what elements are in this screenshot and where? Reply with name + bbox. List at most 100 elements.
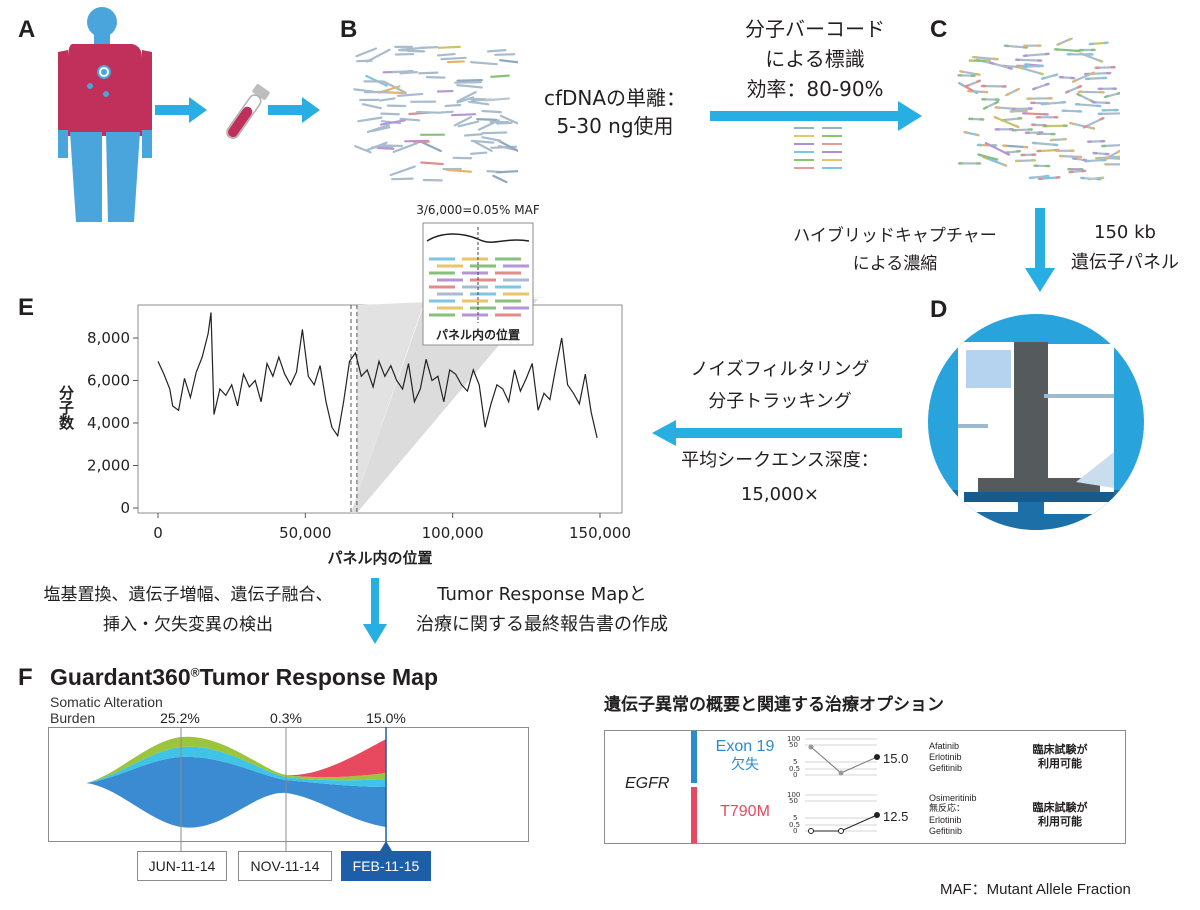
- y-tick-label: 2,000: [87, 457, 130, 475]
- exon19-trial-note: 臨床試験が 利用可能: [1005, 743, 1115, 771]
- svg-text:100: 100: [787, 735, 800, 743]
- arrow-right-icon: [710, 101, 922, 131]
- exon19-latest-value: 15.0: [883, 751, 909, 766]
- gene-name: EGFR: [625, 775, 670, 792]
- exon-color-bar: [691, 731, 697, 783]
- exon19-trial-line-1: 臨床試験が: [1032, 743, 1088, 756]
- date-nov-11-14: NOV-11-14: [238, 851, 332, 881]
- drug-erlotinib: Erlotinib: [929, 815, 962, 825]
- date-jun-11-14: JUN-11-14: [137, 851, 227, 881]
- detect-line-2: 挿入・欠失変異の検出: [103, 615, 273, 635]
- exon19-line-1: Exon 19: [715, 738, 775, 755]
- barcode-icon: [794, 127, 842, 169]
- zoom-projection-area: [351, 299, 538, 513]
- arrow-down-icon: [363, 578, 387, 644]
- svg-text:50: 50: [789, 741, 798, 749]
- svg-text:50: 50: [789, 797, 798, 805]
- drug-afatinib: Afatinib: [929, 741, 960, 751]
- y-tick-label: 6,000: [87, 372, 130, 390]
- drug-osimeritinib: Osimeritinib: [929, 793, 977, 803]
- filter-line-2: 分子トラッキング: [708, 391, 852, 412]
- filter-line-1: ノイズフィルタリング: [690, 359, 870, 380]
- report-line-2: 治療に関する最終報告書の作成: [416, 614, 668, 635]
- t790m-mutation-label: T790M: [720, 803, 770, 820]
- depth-step-text: 平均シークエンス深度： 15,000×: [660, 444, 900, 512]
- registered-mark: ®: [190, 665, 200, 680]
- panel-label-a: A: [18, 16, 36, 43]
- panel-label-d: D: [930, 296, 948, 323]
- x-tick-label: 0: [153, 524, 163, 542]
- footnote: MAF：Mutant Allele Fraction: [940, 881, 1131, 898]
- drug-gefitinib: Gefitinib: [929, 763, 963, 773]
- inset-maf-label: 3/6,000=0.05% MAF: [416, 203, 540, 217]
- panel-label-e: E: [18, 294, 35, 321]
- svg-text:0: 0: [793, 827, 797, 835]
- x-axis-label: パネル内の位置: [327, 549, 432, 567]
- capture-step-text: ハイブリッドキャプチャー による濃縮: [770, 222, 1020, 278]
- detect-line-1: 塩基置換、遺伝子増幅、遺伝子融合、: [43, 585, 333, 605]
- filter-step-text: ノイズフィルタリング 分子トラッキング: [660, 354, 900, 418]
- inset-xlabel: パネル内の位置: [436, 327, 520, 342]
- burden-value-3: 15.0%: [366, 710, 406, 726]
- arrow-icon: [155, 97, 207, 123]
- drug-gefitinib: Gefitinib: [929, 826, 963, 836]
- non-responsive-label: 無反応：: [929, 804, 966, 814]
- isolation-line-1: cfDNAの単離：: [543, 86, 687, 110]
- barcode-line-2: による標識: [765, 47, 865, 71]
- sequencer-icon: [928, 314, 1144, 530]
- panel-size-line-1: 150 kb: [1094, 222, 1156, 243]
- svg-text:0.5: 0.5: [789, 765, 800, 773]
- blood-tube-icon: [226, 84, 270, 139]
- tumor-response-streamgraph: [48, 727, 529, 851]
- panel-label-f: F: [18, 664, 33, 691]
- t790m-trial-line-2: 利用可能: [1038, 815, 1082, 828]
- x-tick-label: 50,000: [279, 524, 332, 542]
- panel-size-text: 150 kb 遺伝子パネル: [1060, 218, 1190, 278]
- t790m-trial-line-1: 臨床試験が: [1032, 801, 1088, 814]
- x-tick-label: 150,000: [569, 524, 631, 542]
- panel-label-c: C: [930, 16, 948, 43]
- barcode-line-3: 効率：80-90%: [746, 77, 884, 101]
- svg-text:5: 5: [793, 814, 797, 822]
- burden-label: Somatic Alteration Burden: [50, 694, 163, 726]
- drug-erlotinib: Erlotinib: [929, 752, 962, 762]
- x-tick-label: 100,000: [422, 524, 484, 542]
- svg-text:0: 0: [793, 771, 797, 779]
- exon19-drug-list: Afatinib Erlotinib Gefitinib: [929, 741, 962, 774]
- burden-value-1: 25.2%: [160, 710, 200, 726]
- arrow-down-icon: [1025, 208, 1055, 292]
- arrow-icon: [268, 97, 320, 123]
- report-line-1: Tumor Response Mapと: [437, 584, 647, 605]
- svg-text:5: 5: [793, 758, 797, 766]
- exon19-trial-line-2: 利用可能: [1038, 757, 1082, 770]
- barcode-step-text: 分子バーコード による標識 効率：80-90%: [710, 14, 920, 104]
- t790m-color-bar: [691, 787, 697, 843]
- report-step-text: Tumor Response Mapと 治療に関する最終報告書の作成: [392, 580, 692, 640]
- burden-label-line-1: Somatic Alteration: [50, 694, 163, 710]
- depth-line-1: 平均シークエンス深度：: [681, 450, 879, 471]
- burden-label-line-2: Burden: [50, 710, 96, 726]
- isolation-line-2: 5-30 ng使用: [556, 114, 674, 138]
- svg-text:0.5: 0.5: [789, 821, 800, 829]
- capture-line-1: ハイブリッドキャプチャー: [793, 226, 997, 246]
- molecule-count-line: [157, 312, 598, 439]
- y-axis-label: 分子数: [57, 385, 75, 431]
- t790m-latest-value: 12.5: [883, 809, 909, 824]
- t790m-trial-note: 臨床試験が 利用可能: [1005, 801, 1115, 829]
- capture-line-2: による濃縮: [852, 254, 938, 274]
- panel-size-line-2: 遺伝子パネル: [1071, 252, 1179, 273]
- t790m-drug-list: Osimeritinib 無反応： Erlotinib Gefitinib: [929, 793, 977, 837]
- isolation-step-text: cfDNAの単離： 5-30 ng使用: [525, 84, 705, 140]
- zoom-projection: [351, 297, 550, 513]
- burden-value-2: 0.3%: [270, 710, 302, 726]
- human-body-icon: [58, 7, 152, 222]
- y-tick-label: 0: [120, 499, 130, 517]
- tumor-map-title-brand: Guardant360: [50, 664, 191, 690]
- depth-line-2: 15,000×: [740, 484, 820, 505]
- y-tick-label: 4,000: [87, 414, 130, 432]
- arrow-left-icon: [652, 420, 902, 446]
- tumor-map-title: Guardant360®Tumor Response Map: [50, 664, 438, 691]
